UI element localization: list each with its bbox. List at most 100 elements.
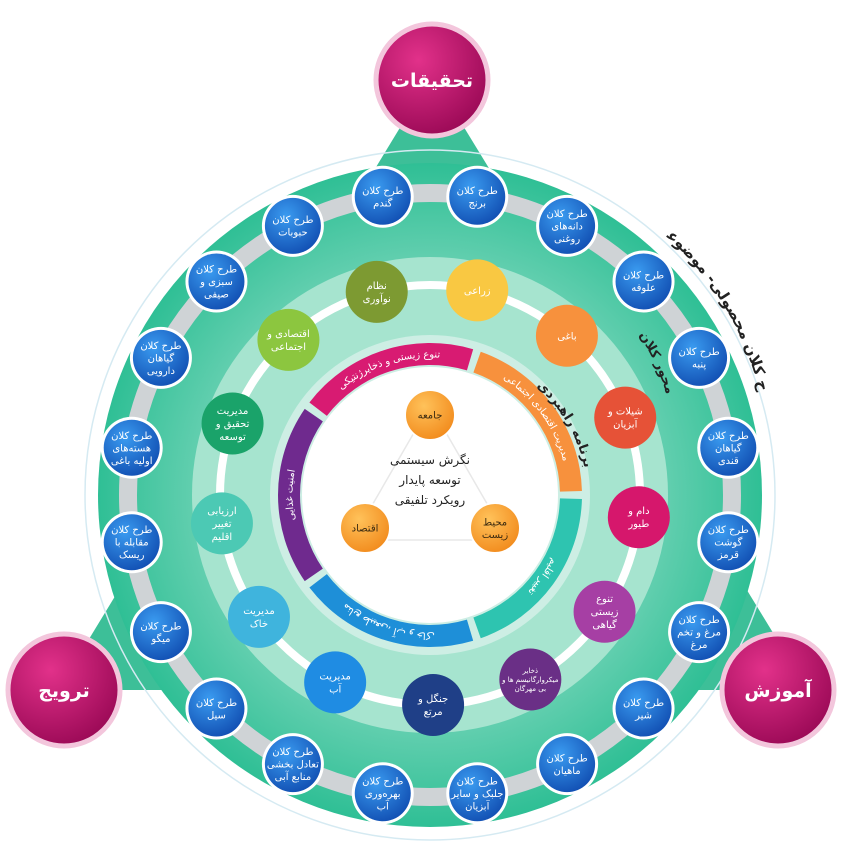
product-plan-text: گوشت bbox=[714, 537, 742, 549]
product-plan-text: طرح کلان bbox=[272, 747, 313, 758]
product-plan-text: طرح کلان bbox=[362, 776, 403, 787]
center-node-text: محیط bbox=[483, 517, 507, 528]
pivot-text: ذخایر bbox=[522, 667, 538, 675]
product-plan-text: مقابله با bbox=[115, 538, 149, 549]
product-plan-text: ریسک bbox=[119, 550, 145, 561]
corner-circle bbox=[719, 631, 837, 749]
pivot-node[interactable]: باغی bbox=[535, 304, 598, 367]
product-plan-circle bbox=[264, 197, 321, 254]
product-plan-text: گیاهان bbox=[148, 352, 175, 364]
product-plan-circle bbox=[354, 168, 411, 225]
corner-node-promotion[interactable]: ترویج bbox=[5, 631, 123, 749]
product-plan-text: طرح کلان bbox=[547, 753, 588, 764]
pivot-circle bbox=[201, 392, 264, 455]
product-plan-text: طرح کلان bbox=[140, 621, 181, 632]
strategic-segment[interactable] bbox=[309, 574, 474, 647]
product-plan-text: بهره‌وری bbox=[365, 789, 401, 800]
product-plan-text: آبزیان bbox=[465, 799, 490, 812]
product-plan-circle bbox=[132, 329, 189, 386]
pivot-text: گیاهی bbox=[592, 619, 617, 631]
pivot-text: اجتماعی bbox=[271, 342, 306, 353]
pivot-circle bbox=[607, 486, 670, 549]
product-plan-text: ماهیان bbox=[554, 766, 581, 777]
pivot-circle bbox=[402, 673, 465, 736]
pivot-text: نوآوری bbox=[363, 292, 391, 305]
product-plan-node[interactable]: طرح کلان ماهیان bbox=[536, 733, 599, 796]
pivot-node[interactable]: زراعی bbox=[446, 259, 509, 322]
pivot-text: باغی bbox=[557, 331, 576, 342]
product-plan-circle bbox=[188, 680, 245, 737]
product-plan-text: جلبک و سایر bbox=[450, 789, 503, 800]
pivot-circle bbox=[499, 648, 562, 711]
strategic-segment[interactable] bbox=[473, 498, 582, 639]
pivot-text: تنوع bbox=[596, 594, 613, 605]
pivot-circle bbox=[535, 304, 598, 367]
pivot-text: توسعه bbox=[219, 432, 246, 443]
strategic-segment[interactable] bbox=[473, 351, 582, 492]
pivot-circle bbox=[594, 386, 657, 449]
product-plan-circle bbox=[671, 604, 728, 661]
corner-label: تحقیقات bbox=[391, 70, 473, 92]
pivot-text: تغییر bbox=[211, 519, 231, 530]
pivot-text: زراعی bbox=[464, 286, 491, 297]
center-node[interactable]: جامعه bbox=[404, 389, 456, 441]
pivot-circle bbox=[227, 585, 290, 648]
product-plan-text: قرمز bbox=[717, 550, 739, 561]
corner-nodes: تحقیقات آموزش ترویج bbox=[5, 21, 837, 749]
product-plan-text: صیفی bbox=[204, 289, 229, 300]
corner-node-research[interactable]: تحقیقات bbox=[373, 21, 491, 139]
corner-label: ترویج bbox=[38, 680, 90, 702]
product-plan-circle bbox=[615, 253, 672, 310]
product-plan-text: حبوبات bbox=[278, 228, 308, 239]
product-plan-text: آب bbox=[377, 799, 390, 812]
pivot-text: مدیریت bbox=[217, 406, 249, 417]
center-node[interactable]: اقتصاد bbox=[339, 502, 391, 554]
corner-node-education[interactable]: آموزش bbox=[719, 631, 837, 749]
product-plan-text: سیل bbox=[207, 710, 226, 721]
pivot-text: طیور bbox=[627, 519, 649, 530]
strategic-segment[interactable] bbox=[309, 343, 474, 416]
product-plan-text: دانه‌های bbox=[551, 221, 583, 232]
strategic-segment[interactable] bbox=[278, 408, 323, 582]
product-plan-text: روغنی bbox=[554, 234, 580, 245]
product-plan-circle bbox=[539, 197, 596, 254]
product-plan-text: گیاهان bbox=[715, 442, 742, 454]
pivot-circle bbox=[304, 651, 367, 714]
pivot-text: آبزیان bbox=[613, 418, 638, 431]
product-plan-circle bbox=[188, 253, 245, 310]
